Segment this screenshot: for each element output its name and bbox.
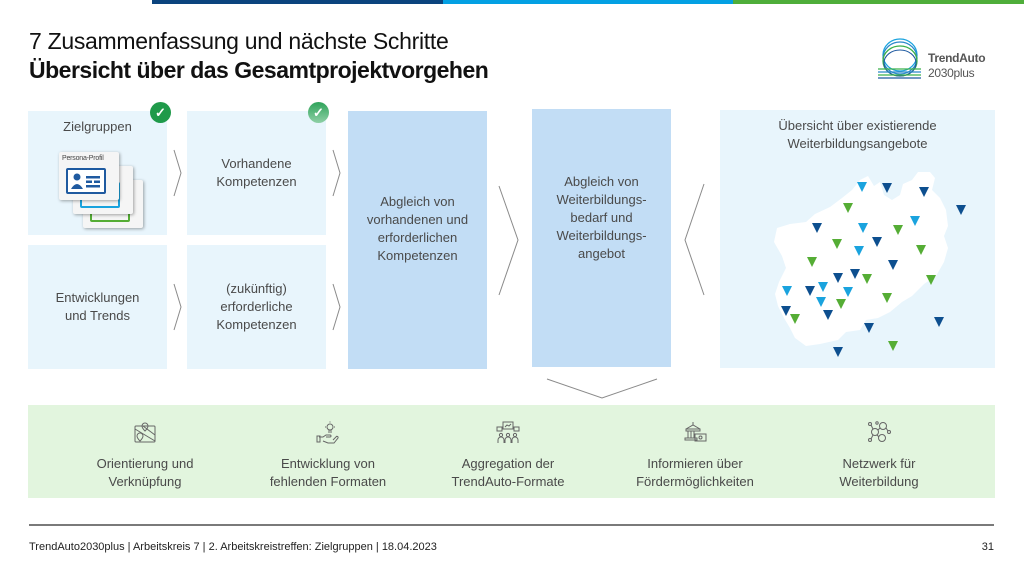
logo-text-line2: 2030plus (928, 66, 975, 80)
feature-orientierung: Orientierung und Verknüpfung (50, 405, 240, 498)
feature-foerder-line2: Fördermöglichkeiten (636, 474, 754, 489)
feature-netzwerk-line2: Weiterbildung (839, 474, 919, 489)
feature-foerder-line1: Informieren über (647, 456, 743, 471)
footer-divider (29, 524, 994, 526)
top-bar-light-blue (443, 0, 733, 4)
persona-profile-cards-icon: Persona-Profil (55, 148, 145, 230)
map-panel-title: Übersicht über existierende Weiterbildun… (720, 117, 995, 153)
logo-text-line1: TrendAuto (928, 51, 986, 65)
box-abgleich-weiterbildung: Abgleich von Weiterbildungs- bedarf und … (532, 109, 671, 367)
abgleich-w-line5: angebot (578, 246, 625, 261)
vorhandene-line1: Vorhandene (221, 156, 292, 171)
abgleich-k-line2: vorhandenen und (366, 212, 469, 227)
slide-title: Übersicht über das Gesamtprojektvorgehen (29, 57, 489, 83)
erforderliche-line1: (zukünftig) (226, 281, 287, 296)
feature-aggregation: Aggregation der TrendAuto-Formate (413, 405, 603, 498)
abgleich-w-line4: Weiterbildungs- (556, 228, 647, 243)
presentation-group-icon (496, 421, 520, 443)
map-markers (781, 182, 966, 357)
abgleich-k-line3: erforderlichen (377, 230, 458, 245)
check-icon-zielgruppen: ✓ (150, 102, 171, 123)
feature-orientierung-line2: Verknüpfung (108, 474, 182, 489)
abgleich-k-line4: Kompetenzen (377, 248, 458, 263)
network-people-icon (868, 421, 891, 442)
feature-aggregation-line2: TrendAuto-Formate (451, 474, 565, 489)
trendauto-logo: TrendAuto 2030plus (877, 36, 987, 82)
top-bar-green (733, 0, 1024, 4)
feature-foerdermoeglichkeiten: Informieren über Fördermöglichkeiten (600, 405, 790, 498)
abgleich-w-line3: bedarf und (570, 210, 633, 225)
erforderliche-line2: erforderliche (220, 299, 293, 314)
trendauto-rings-logo-icon (878, 38, 921, 79)
feature-aggregation-line1: Aggregation der (461, 456, 555, 471)
abgleich-w-line1: Abgleich von (564, 174, 639, 189)
feature-band (28, 405, 995, 498)
bank-money-icon (684, 422, 707, 442)
persona-profil-label: Persona-Profil (62, 155, 104, 162)
map-pin-icon (134, 422, 156, 443)
entwicklungen-line1: Entwicklungen (55, 290, 140, 305)
feature-orientierung-line1: Orientierung und (96, 456, 194, 471)
abgleich-k-line1: Abgleich von (380, 194, 455, 209)
box-abgleich-kompetenzen: Abgleich von vorhandenen und erforderlic… (348, 111, 487, 369)
map-title-line1: Übersicht über existierende (778, 118, 937, 133)
entwicklungen-line2: und Trends (64, 308, 131, 323)
feature-entwicklung-line2: fehlenden Formaten (269, 474, 387, 489)
top-bar-dark-blue (152, 0, 443, 4)
feature-netzwerk-line1: Netzwerk für (842, 456, 916, 471)
vorhandene-line2: Kompetenzen (216, 174, 297, 189)
map-title-line2: Weiterbildungsangebote (787, 136, 928, 151)
box-erforderliche-kompetenzen: (zukünftig) erforderliche Kompetenzen (187, 245, 326, 369)
check-icon-vorhandene: ✓ (308, 102, 329, 123)
section-title: 7 Zusammenfassung und nächste Schritte (29, 28, 449, 54)
abgleich-w-line2: Weiterbildungs- (556, 192, 647, 207)
page-number: 31 (981, 541, 994, 553)
erforderliche-line3: Kompetenzen (216, 317, 297, 332)
box-entwicklungen-trends: Entwicklungen und Trends (28, 245, 167, 369)
box-vorhandene-kompetenzen: Vorhandene Kompetenzen (187, 111, 326, 235)
feature-entwicklung: Entwicklung von fehlenden Formaten (233, 405, 423, 498)
feature-netzwerk: Netzwerk für Weiterbildung (784, 405, 974, 498)
feature-entwicklung-line1: Entwicklung von (281, 456, 375, 471)
zielgruppen-label: Zielgruppen (63, 119, 132, 134)
footer-text: TrendAuto2030plus | Arbeitskreis 7 | 2. … (29, 541, 437, 553)
lightbulb-hand-icon (316, 421, 339, 444)
